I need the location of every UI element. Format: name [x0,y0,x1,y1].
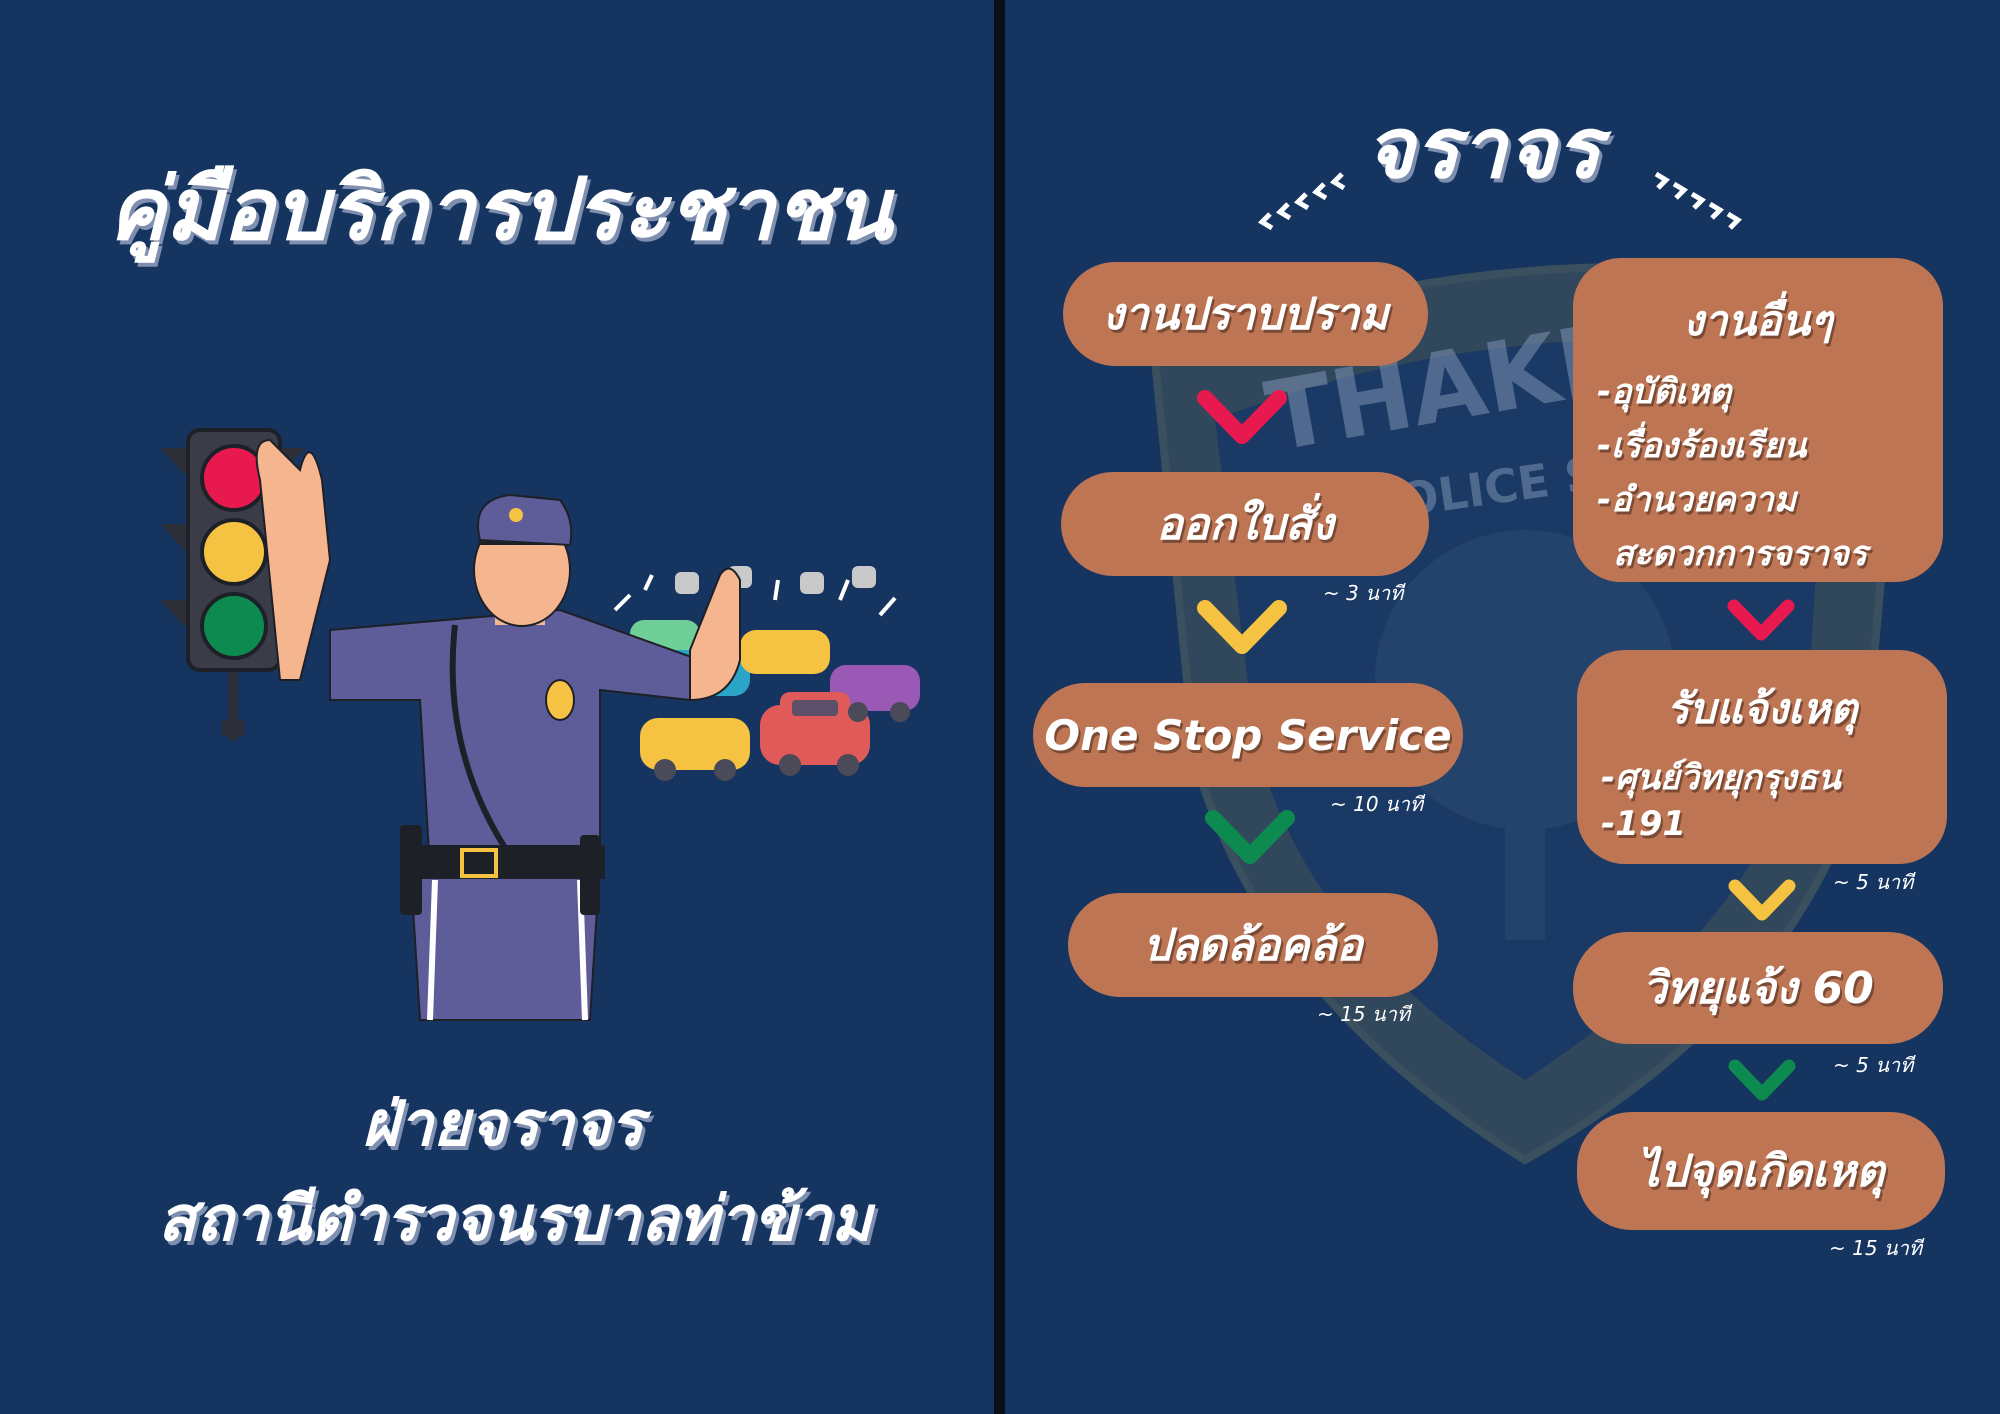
other-tasks-item: -เรื่องร้องเรียน [1597,426,1807,466]
chevron-down-icon [1728,879,1796,921]
right-panel: THAKH POLICE ST จราจร งานปราบปราม ออกใบส… [1005,0,2000,1414]
suppression-pill: งานปราบปราม [1063,262,1428,366]
ticket-time: ~ 3 นาที [1323,581,1404,605]
incident-report-time: ~ 5 นาที [1833,870,1914,894]
ticket-pill: ออกใบสั่ง [1061,472,1429,576]
one-stop-service-time: ~ 10 นาที [1330,792,1424,816]
go-to-scene-pill: ไปจุดเกิดเหตุ [1577,1112,1945,1230]
incident-report-title: รับแจ้งเหตุ [1666,684,1858,733]
wheel-unlock-pill: ปลดล้อคล้อ [1068,893,1438,997]
one-stop-service-pill: One Stop Service [1033,683,1463,787]
department-name: ฝ่ายจราจร [362,1087,644,1160]
traffic-officer-illustration [160,428,920,1021]
other-tasks-card: งานอื่นๆ -อุบัติเหตุ -เรื่องร้องเรียน -อ… [1573,258,1943,582]
left-arrows-icon [1257,172,1346,231]
police-station-name: สถานีตำรวจนรบาลท่าข้าม [158,1182,872,1255]
go-to-scene-time: ~ 15 นาที [1829,1236,1923,1260]
chevron-down-icon [1205,810,1295,864]
brochure-title: คู่มือบริการประชาชน [108,160,892,260]
police-officer-icon [255,438,741,1021]
left-panel: คู่มือบริการประชาชน [0,0,994,1414]
radio-60-time: ~ 5 นาที [1833,1053,1914,1077]
radio-60-pill: วิทยุแจ้ง 60 [1573,932,1943,1044]
panel-divider [994,0,1005,1414]
other-tasks-item: -อำนวยความ [1597,480,1797,520]
chevron-down-icon [1728,1059,1796,1101]
chevron-down-icon [1727,599,1795,641]
other-tasks-title: งานอื่นๆ [1683,296,1833,345]
wheel-unlock-time: ~ 15 นาที [1317,1002,1411,1026]
other-tasks-item: สะดวกการจราจร [1613,534,1868,574]
chevron-down-icon [1197,600,1287,654]
incident-report-item: -ศุนย์วิทยุกรุงธน [1601,758,1841,798]
chevron-down-icon [1197,390,1287,444]
incident-report-item: -191 [1601,804,1687,844]
right-arrows-icon [1654,171,1743,230]
other-tasks-item: -อุบัติเหตุ [1597,372,1732,412]
traffic-heading: จราจร [1365,99,1601,197]
incident-report-card: รับแจ้งเหตุ -ศุนย์วิทยุกรุงธน -191 [1577,650,1947,864]
